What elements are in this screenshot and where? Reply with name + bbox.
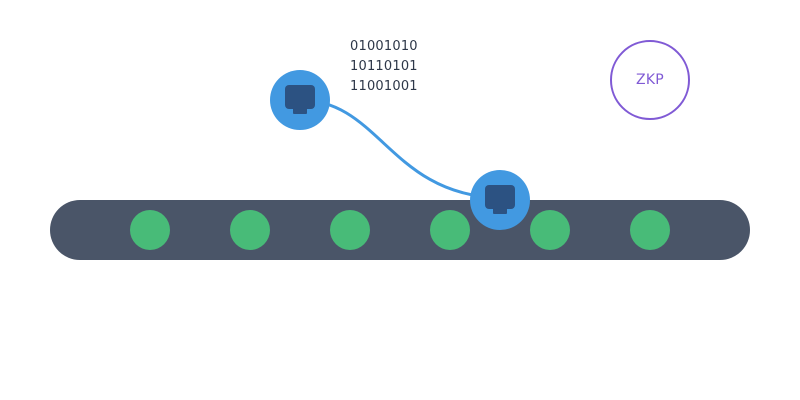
- chain-node-2: [230, 210, 270, 250]
- zkp-badge: ZKP: [610, 40, 690, 120]
- binary-line-1: 01001010: [350, 39, 418, 54]
- binary-data-block: 01001010 10110101 11001001: [350, 37, 418, 97]
- chain-node-5: [530, 210, 570, 250]
- chain-node-6: [630, 210, 670, 250]
- binary-line-3: 11001001: [350, 79, 418, 94]
- device-node-lower: [470, 170, 530, 230]
- monitor-icon: [285, 85, 315, 114]
- device-link: [298, 98, 502, 200]
- binary-line-2: 10110101: [350, 59, 418, 74]
- monitor-icon: [485, 185, 515, 214]
- zkp-label: ZKP: [635, 72, 665, 88]
- chain-node-3: [330, 210, 370, 250]
- chain-node-1: [130, 210, 170, 250]
- chain-track: [50, 200, 750, 260]
- device-node-upper: [270, 70, 330, 130]
- chain-node-4: [430, 210, 470, 250]
